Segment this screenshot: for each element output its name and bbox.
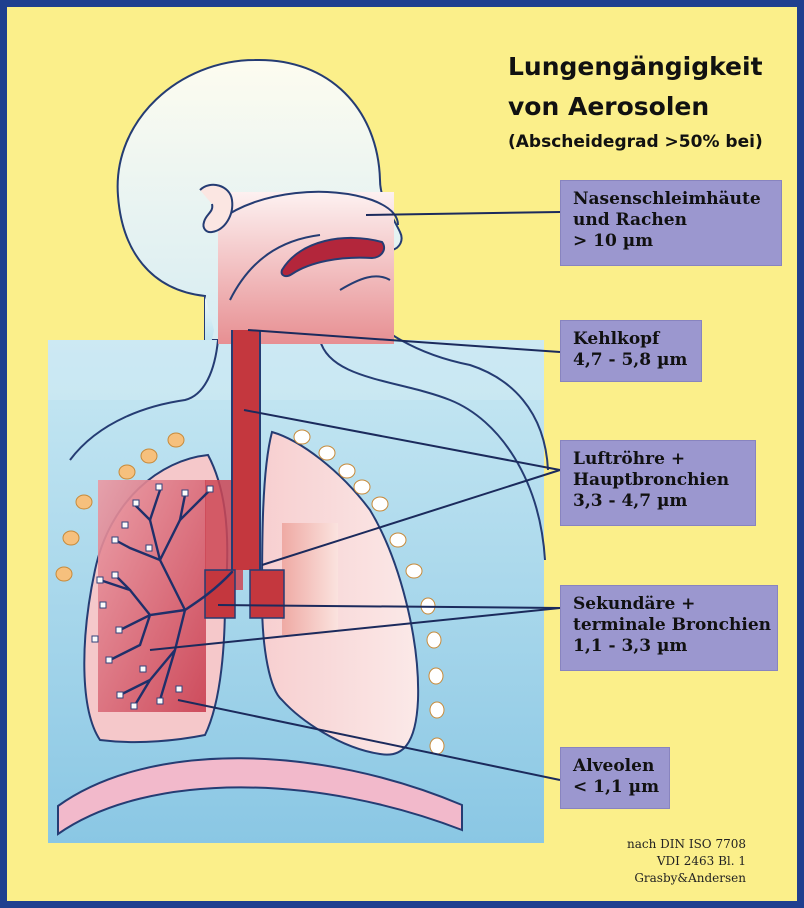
source-line-3: Grasby&Andersen	[627, 870, 746, 887]
label-alv-range: < 1,1 µm	[573, 777, 659, 798]
main-bronchus-right	[250, 570, 284, 618]
label-alv-name: Alveolen	[573, 756, 659, 777]
source-citation: nach DIN ISO 7708 VDI 2463 Bl. 1 Grasby&…	[627, 836, 746, 887]
label-luft-line2: Hauptbronchien	[573, 470, 745, 491]
diagram-subtitle: (Abscheidegrad >50% bei)	[508, 132, 763, 152]
label-kehlkopf: Kehlkopf 4,7 - 5,8 µm	[560, 320, 702, 382]
label-luftroehre: Luftröhre + Hauptbronchien 3,3 - 4,7 µm	[560, 440, 756, 526]
source-line-1: nach DIN ISO 7708	[627, 836, 746, 853]
label-kehl-range: 4,7 - 5,8 µm	[573, 350, 691, 371]
trachea	[232, 330, 260, 570]
label-luft-name: Luftröhre +	[573, 449, 745, 470]
lung-right-shade	[282, 523, 338, 635]
label-nasen-range: > 10 µm	[573, 231, 771, 252]
label-nasen-name: Nasenschleimhäute	[573, 189, 771, 210]
label-sek-name: Sekundäre +	[573, 594, 767, 615]
label-sekundaere-bronchien: Sekundäre + terminale Bronchien 1,1 - 3,…	[560, 585, 778, 671]
torso-upper	[48, 340, 544, 400]
diagram-title-line-1: Lungengängigkeit	[508, 52, 763, 81]
diagram-title-line-2: von Aerosolen	[508, 92, 709, 121]
label-nasen-line2: und Rachen	[573, 210, 771, 231]
source-line-2: VDI 2463 Bl. 1	[627, 853, 746, 870]
label-sek-line2: terminale Bronchien	[573, 615, 767, 636]
label-kehl-name: Kehlkopf	[573, 329, 691, 350]
label-nasenschleimhaeute: Nasenschleimhäute und Rachen > 10 µm	[560, 180, 782, 266]
label-alveolen: Alveolen < 1,1 µm	[560, 747, 670, 809]
label-luft-range: 3,3 - 4,7 µm	[573, 491, 745, 512]
label-sek-range: 1,1 - 3,3 µm	[573, 636, 767, 657]
